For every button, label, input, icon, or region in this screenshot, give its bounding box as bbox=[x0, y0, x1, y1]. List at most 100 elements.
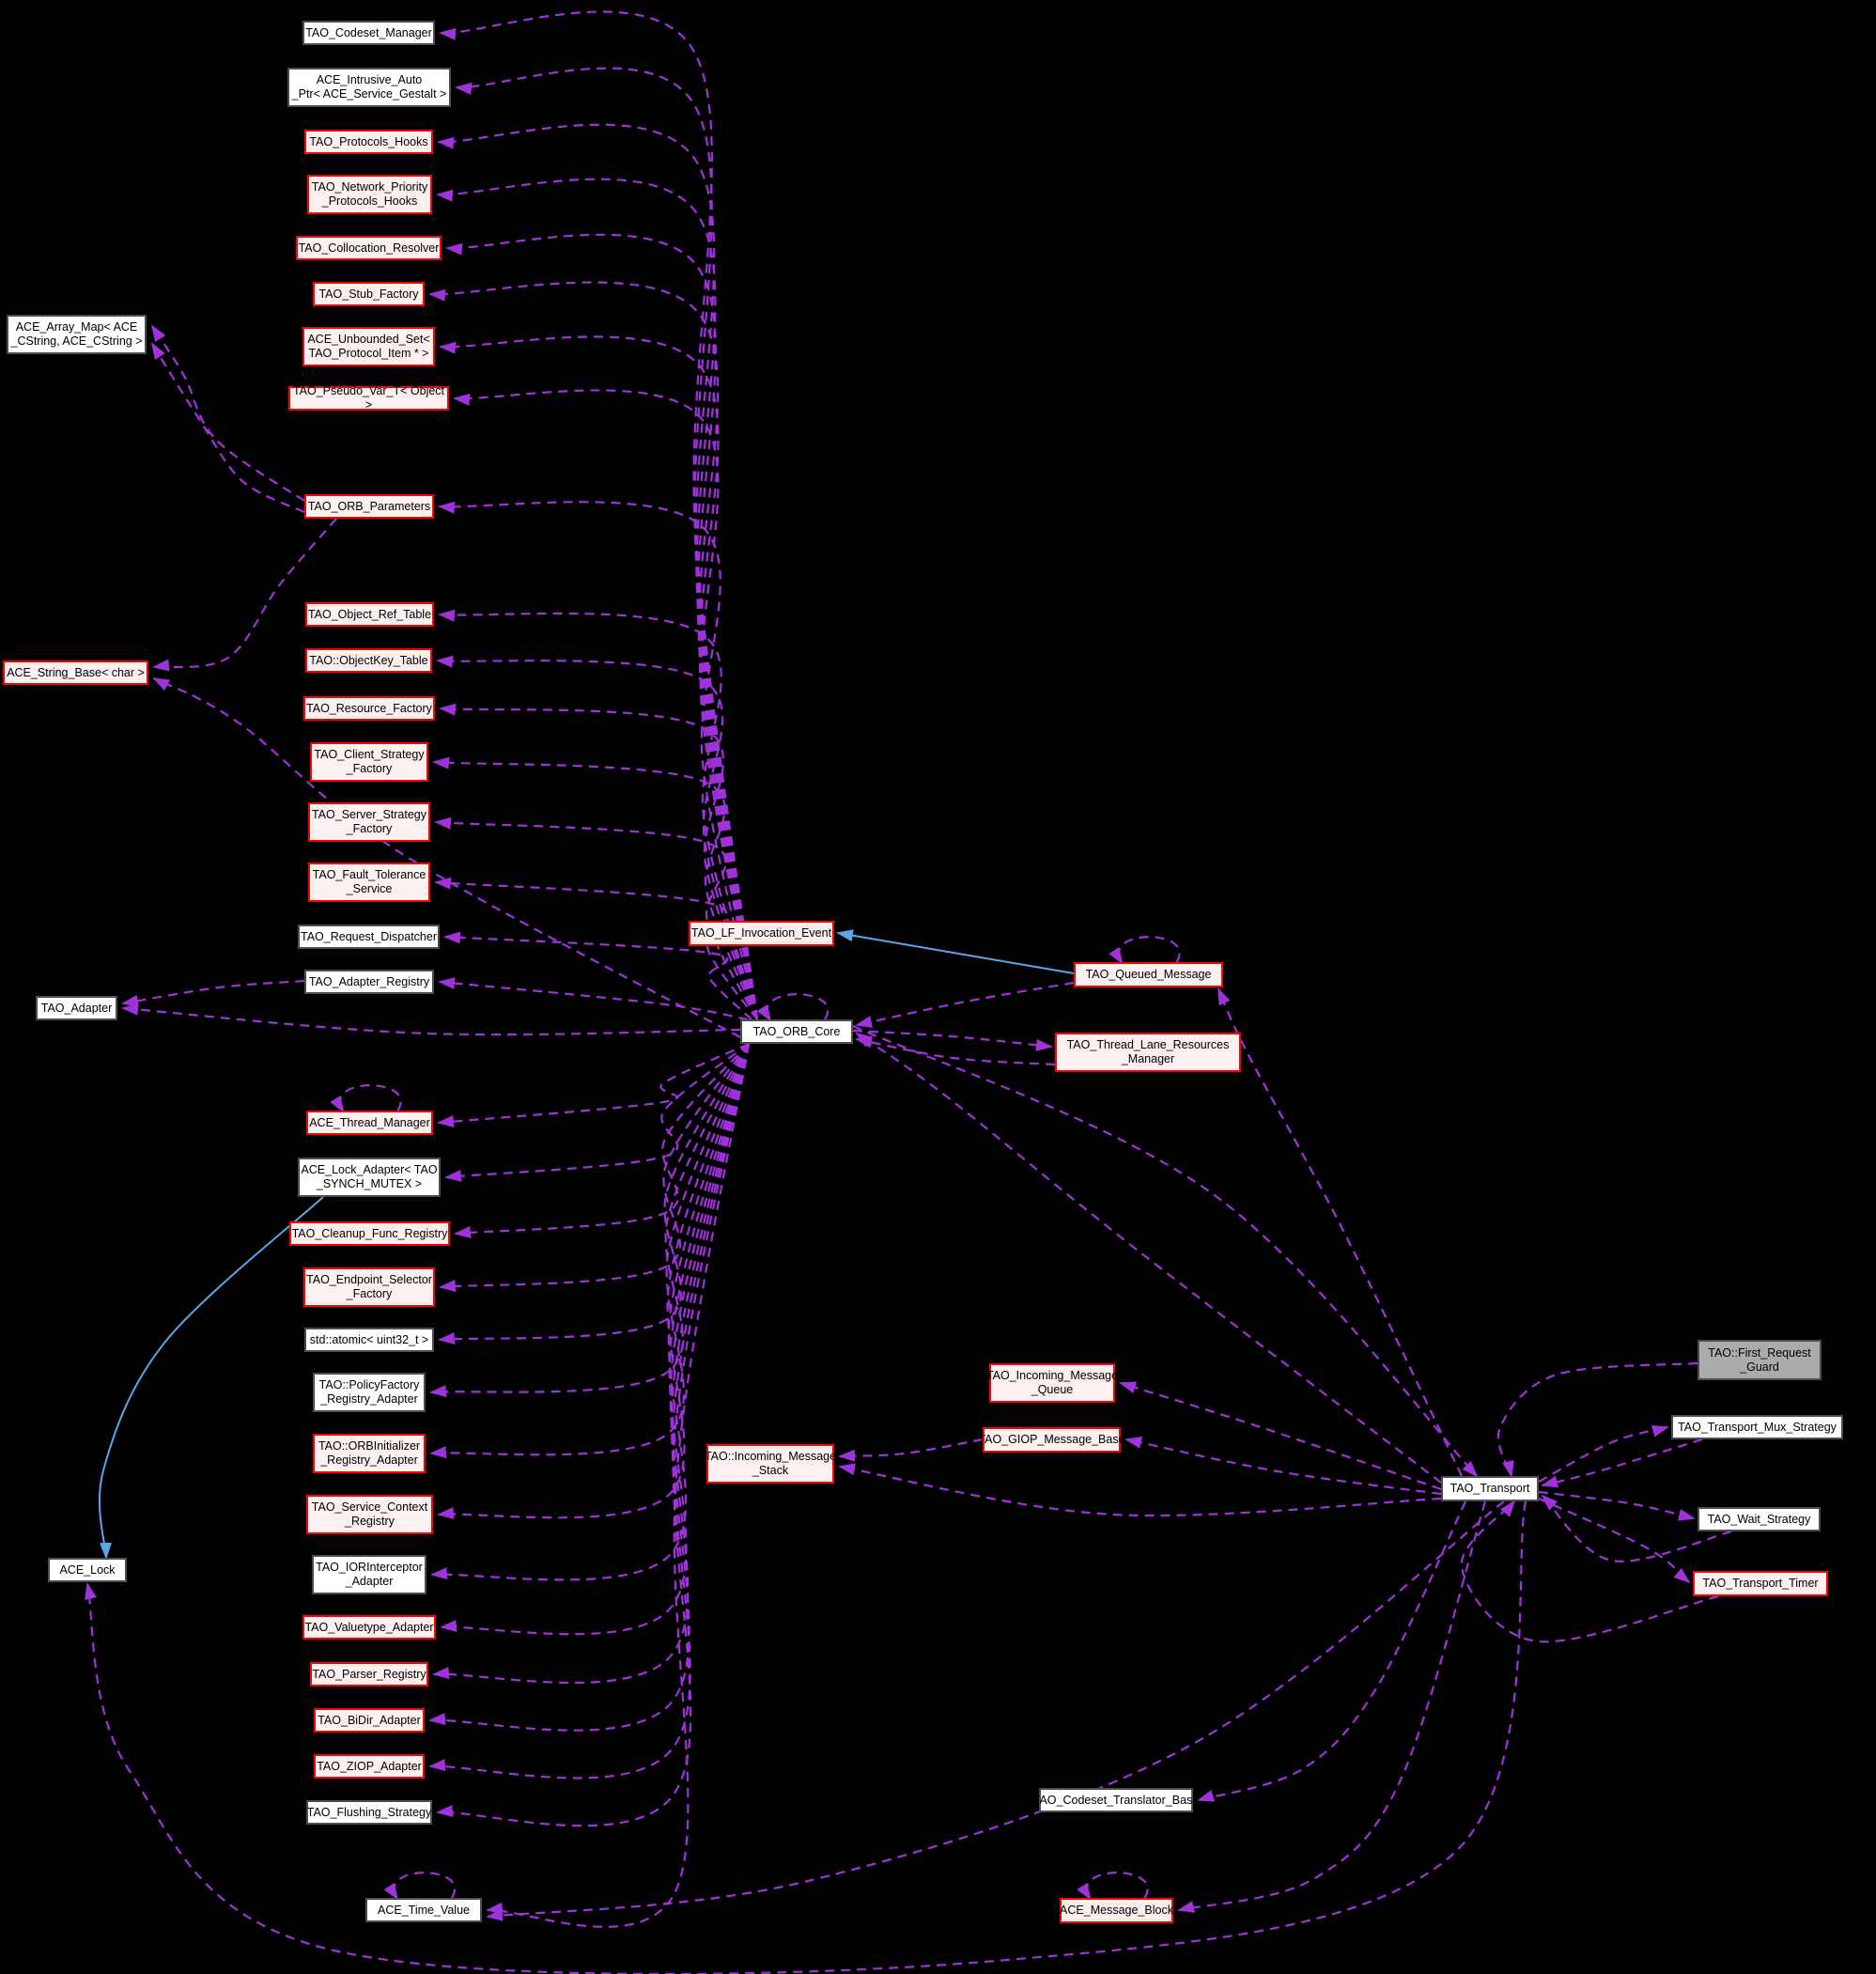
edge-orb_core-to-adapter bbox=[121, 1003, 741, 1036]
node-thread_manager[interactable]: ACE_Thread_Manager bbox=[306, 1111, 433, 1135]
edge-orb_core-to-lock_adapter bbox=[444, 1043, 750, 1182]
edge-transport-to-transport_timer bbox=[1538, 1497, 1691, 1584]
node-cleanup_func[interactable]: TAO_Cleanup_Func_Registry bbox=[289, 1221, 450, 1246]
edge-transport-to-mux_strategy bbox=[1538, 1424, 1669, 1483]
edge-orb_core-to-objectkey_table bbox=[436, 655, 759, 1020]
edge-queued_message-to-orb_core bbox=[855, 981, 1075, 1028]
node-protocols_hooks[interactable]: TAO_Protocols_Hooks bbox=[304, 130, 433, 154]
edge-selfloop-thread_manager bbox=[330, 1084, 402, 1113]
node-intrusive_auto_ptr[interactable]: ACE_Intrusive_Auto _Ptr< ACE_Service_Ges… bbox=[287, 68, 451, 107]
edge-orb_core-to-stub_factory bbox=[428, 281, 759, 1020]
node-tlrm[interactable]: TAO_Thread_Lane_Resources _Manager bbox=[1055, 1033, 1241, 1072]
edge-mux_strategy-to-transport bbox=[1541, 1438, 1703, 1488]
node-time_value[interactable]: ACE_Time_Value bbox=[365, 1898, 482, 1922]
edge-transport-to-wait_strategy bbox=[1538, 1490, 1696, 1521]
node-array_map[interactable]: ACE_Array_Map< ACE _CString, ACE_CString… bbox=[7, 315, 147, 354]
edge-selfloop-time_value bbox=[383, 1872, 456, 1901]
node-transport[interactable]: TAO_Transport bbox=[1441, 1476, 1539, 1501]
edge-orb_core-to-valuetype_adapter bbox=[440, 1043, 751, 1636]
node-codeset_translator[interactable]: TAO_Codeset_Translator_Base bbox=[1033, 1788, 1199, 1812]
edge-orb_core-to-transport bbox=[852, 1025, 1479, 1478]
node-fault_tolerance[interactable]: TAO_Fault_Tolerance _Service bbox=[308, 863, 430, 902]
node-incoming_msg_queue[interactable]: TAO_Incoming_Message _Queue bbox=[986, 1363, 1118, 1403]
node-message_block[interactable]: ACE_Message_Block bbox=[1060, 1898, 1173, 1923]
node-policyfactory[interactable]: TAO::PolicyFactory _Registry_Adapter bbox=[313, 1373, 426, 1412]
edge-orb_parameters-to-array_map bbox=[150, 342, 305, 513]
edge-adapter_registry-to-adapter bbox=[121, 979, 305, 1007]
edge-lock_adapter-to-ace_lock bbox=[98, 1196, 324, 1560]
edge-orb_core-to-fault_tolerance bbox=[434, 877, 758, 1020]
node-client_strategy[interactable]: TAO_Client_Strategy _Factory bbox=[310, 742, 428, 782]
edge-orb_core-to-pseudo_var bbox=[453, 389, 759, 1020]
edge-transport-to-time_value bbox=[486, 1500, 1505, 1921]
edge-transport-to-incoming_msg_stack bbox=[838, 1463, 1442, 1517]
node-std_atomic[interactable]: std::atomic< uint32_t > bbox=[304, 1328, 434, 1352]
node-request_dispatcher[interactable]: TAO_Request_Dispatcher bbox=[298, 925, 440, 949]
edge-orb_core-to-orbinitializer bbox=[429, 1043, 751, 1459]
edge-selfloop-orb_core bbox=[756, 993, 829, 1022]
node-pseudo_var[interactable]: TAO_Pseudo_Var_T< Object > bbox=[288, 384, 449, 412]
edge-orb_core-to-cleanup_func bbox=[454, 1043, 750, 1238]
node-objectkey_table[interactable]: TAO::ObjectKey_Table bbox=[305, 648, 432, 673]
node-lf_invocation[interactable]: TAO_LF_Invocation_Event bbox=[689, 921, 834, 946]
node-orb_core[interactable]: TAO_ORB_Core bbox=[740, 1019, 853, 1044]
node-adapter[interactable]: TAO_Adapter bbox=[36, 996, 117, 1020]
edge-orb_core-to-flushing_strategy bbox=[436, 1043, 751, 1827]
node-iorinterceptor[interactable]: TAO_IORInterceptor _Adapter bbox=[312, 1555, 426, 1594]
node-service_context[interactable]: TAO_Service_Context _Registry bbox=[306, 1495, 433, 1534]
node-queued_message[interactable]: TAO_Queued_Message bbox=[1074, 962, 1223, 987]
edge-group bbox=[85, 10, 1732, 1974]
edge-transport-to-ace_lock bbox=[85, 1500, 1527, 1974]
edge-selfloop-message_block bbox=[1077, 1872, 1149, 1901]
edge-first_request_guard-to-transport bbox=[1497, 1361, 1698, 1478]
node-ace_lock[interactable]: ACE_Lock bbox=[48, 1558, 127, 1582]
edge-tlrm-to-orb_core bbox=[855, 1035, 1056, 1066]
edge-orb_core-to-object_ref_table bbox=[438, 609, 759, 1020]
node-lock_adapter[interactable]: ACE_Lock_Adapter< TAO _SYNCH_MUTEX > bbox=[298, 1158, 441, 1197]
node-parser_registry[interactable]: TAO_Parser_Registry bbox=[310, 1662, 428, 1686]
node-unbounded_set[interactable]: ACE_Unbounded_Set< TAO_Protocol_Item * > bbox=[302, 327, 435, 366]
node-orbinitializer[interactable]: TAO::ORBInitializer _Registry_Adapter bbox=[313, 1434, 426, 1473]
node-ziop_adapter[interactable]: TAO_ZIOP_Adapter bbox=[314, 1754, 425, 1779]
node-network_priority[interactable]: TAO_Network_Priority _Protocols_Hooks bbox=[307, 175, 432, 214]
node-wait_strategy[interactable]: TAO_Wait_Strategy bbox=[1698, 1507, 1821, 1531]
edge-orb_core-to-collocation_resolver bbox=[445, 233, 759, 1020]
node-incoming_msg_stack[interactable]: TAO::Incoming_Message _Stack bbox=[705, 1444, 836, 1484]
edge-orb_core-to-intrusive_auto_ptr bbox=[455, 67, 759, 1020]
node-giop_msg_base[interactable]: TAO_GIOP_Message_Base bbox=[978, 1427, 1125, 1453]
edge-transport-to-codeset_translator bbox=[1197, 1500, 1466, 1802]
node-endpoint_selector[interactable]: TAO_Endpoint_Selector _Factory bbox=[303, 1267, 435, 1307]
node-resource_factory[interactable]: TAO_Resource_Factory bbox=[303, 696, 435, 721]
node-valuetype_adapter[interactable]: TAO_Valuetype_Adapter bbox=[302, 1615, 436, 1640]
edge-orb_parameters-to-string_base bbox=[152, 518, 337, 672]
edge-giop_msg_base-to-incoming_msg_stack bbox=[838, 1438, 984, 1462]
node-string_base[interactable]: ACE_String_Base< char > bbox=[3, 661, 148, 685]
edge-selfloop-queued_message bbox=[1109, 936, 1181, 965]
node-mux_strategy[interactable]: TAO_Transport_Mux_Strategy bbox=[1671, 1415, 1843, 1439]
node-orb_parameters[interactable]: TAO_ORB_Parameters bbox=[304, 494, 434, 519]
edge-orb_core-to-ziop_adapter bbox=[428, 1043, 751, 1780]
edge-orb_parameters-to-array_map bbox=[150, 324, 305, 502]
edge-orb_core-to-service_context bbox=[437, 1043, 751, 1520]
node-bidir_adapter[interactable]: TAO_BiDir_Adapter bbox=[314, 1708, 425, 1733]
edge-orb_core-to-client_strategy bbox=[432, 756, 759, 1020]
node-codeset_manager[interactable]: TAO_Codeset_Manager bbox=[302, 21, 435, 45]
node-transport_timer[interactable]: TAO_Transport_Timer bbox=[1693, 1571, 1828, 1596]
node-first_request_guard[interactable]: TAO::First_Request _Guard bbox=[1698, 1340, 1822, 1380]
edge-orb_core-to-request_dispatcher bbox=[443, 931, 752, 1020]
edge-orb_core-to-unbounded_set bbox=[439, 335, 759, 1020]
edge-orb_core-to-tlrm bbox=[852, 1029, 1053, 1051]
edge-orb_core-to-protocols_hooks bbox=[437, 123, 759, 1020]
edge-orb_core-to-bidir_adapter bbox=[428, 1043, 751, 1732]
edge-orb_core-to-orb_parameters bbox=[438, 501, 759, 1020]
node-server_strategy[interactable]: TAO_Server_Strategy _Factory bbox=[308, 802, 430, 842]
node-stub_factory[interactable]: TAO_Stub_Factory bbox=[313, 282, 425, 306]
node-adapter_registry[interactable]: TAO_Adapter_Registry bbox=[304, 970, 434, 994]
edge-wait_strategy-to-transport bbox=[1541, 1494, 1732, 1562]
node-collocation_resolver[interactable]: TAO_Collocation_Resolver bbox=[296, 236, 442, 260]
node-object_ref_table[interactable]: TAO_Object_Ref_Table bbox=[305, 602, 434, 627]
node-flushing_strategy[interactable]: TAO_Flushing_Strategy bbox=[306, 1800, 432, 1825]
